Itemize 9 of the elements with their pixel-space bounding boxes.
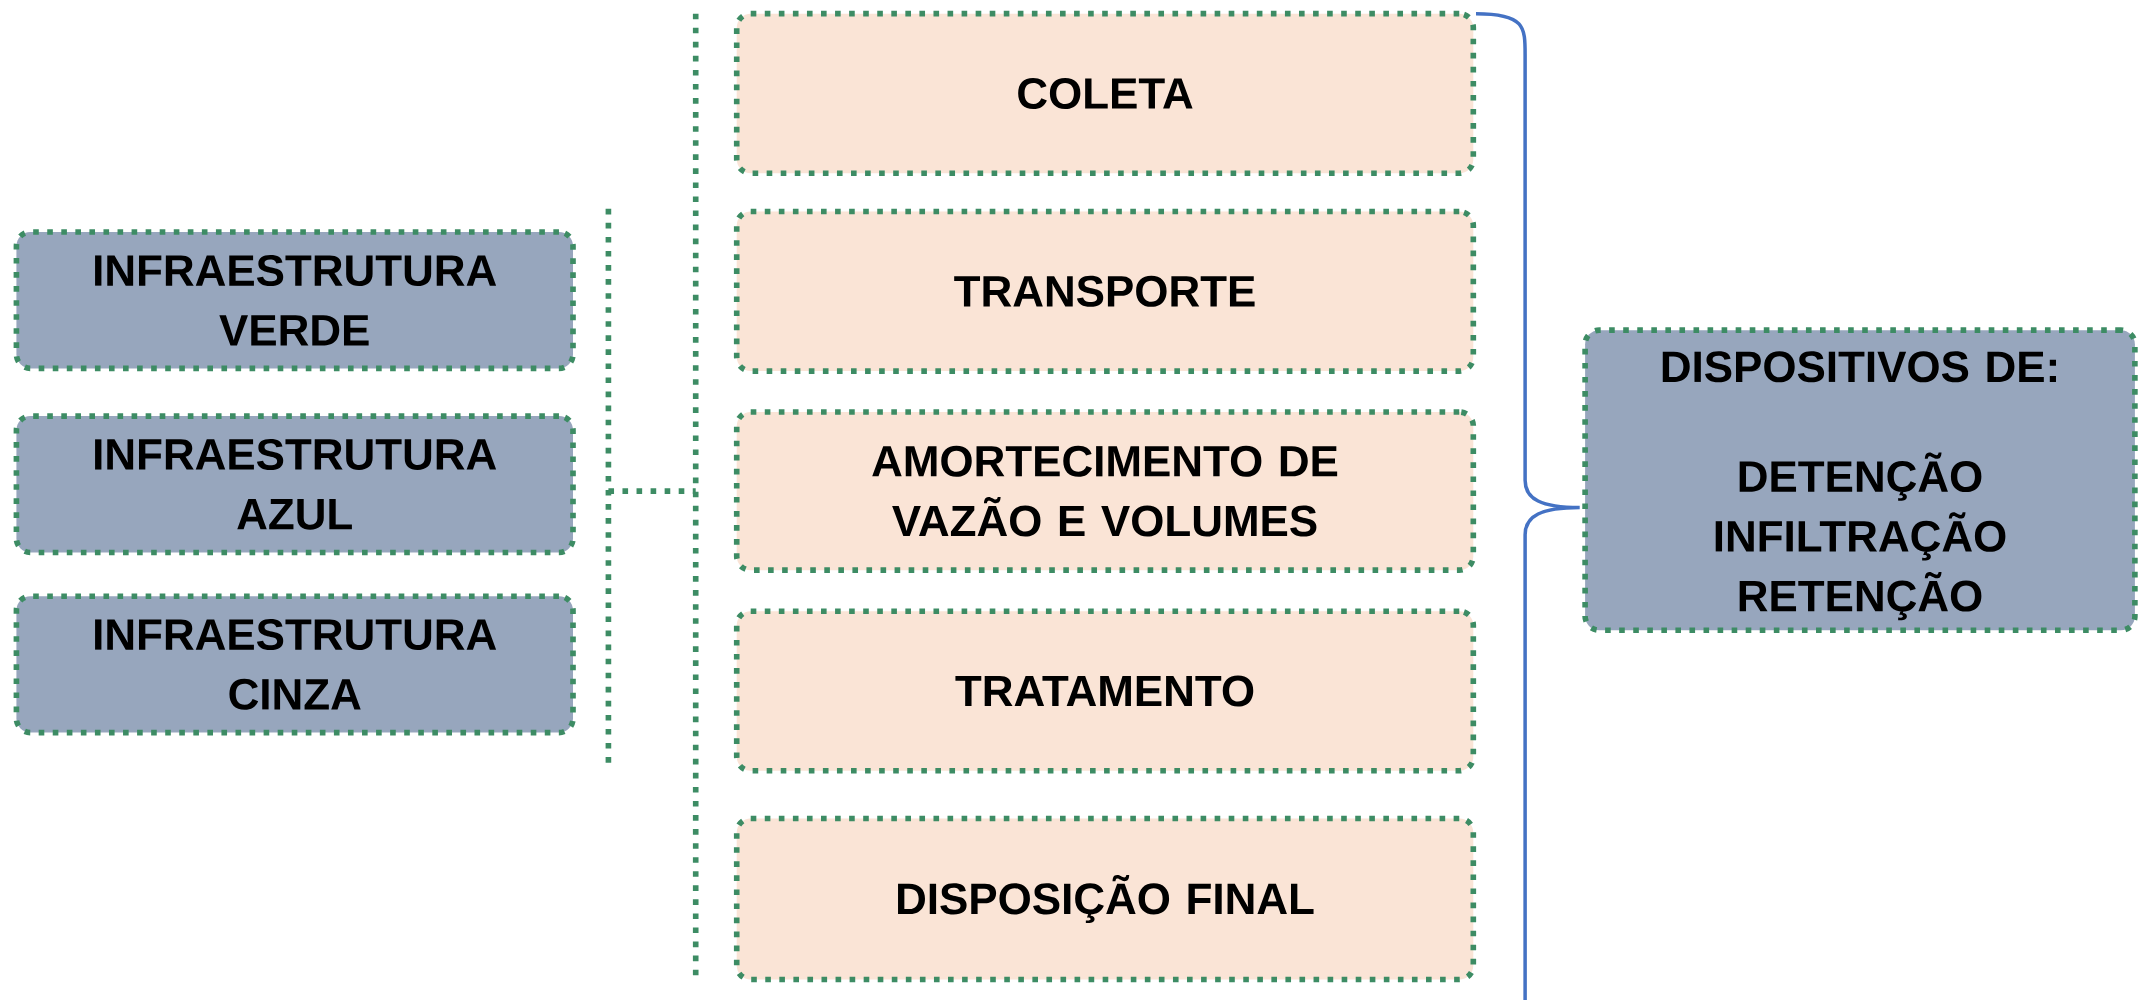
- stage-box: COLETA: [733, 11, 1477, 177]
- stage-box: TRATAMENTO: [733, 608, 1477, 774]
- stage-box: DISPOSIÇÃO FINAL: [733, 815, 1477, 983]
- category-box: INFRAESTRUTURA CINZA: [13, 593, 576, 736]
- category-box: INFRAESTRUTURA AZUL: [13, 413, 576, 556]
- stage-box: TRANSPORTE: [733, 208, 1477, 375]
- category-box: INFRAESTRUTURA VERDE: [13, 229, 576, 372]
- stage-box: AMORTECIMENTO DE VAZÃO E VOLUMES: [733, 409, 1477, 574]
- device-box: DISPOSITIVOS DE: DETENÇÃO INFILTRAÇÃO RETENÇÃO: [1582, 327, 2138, 634]
